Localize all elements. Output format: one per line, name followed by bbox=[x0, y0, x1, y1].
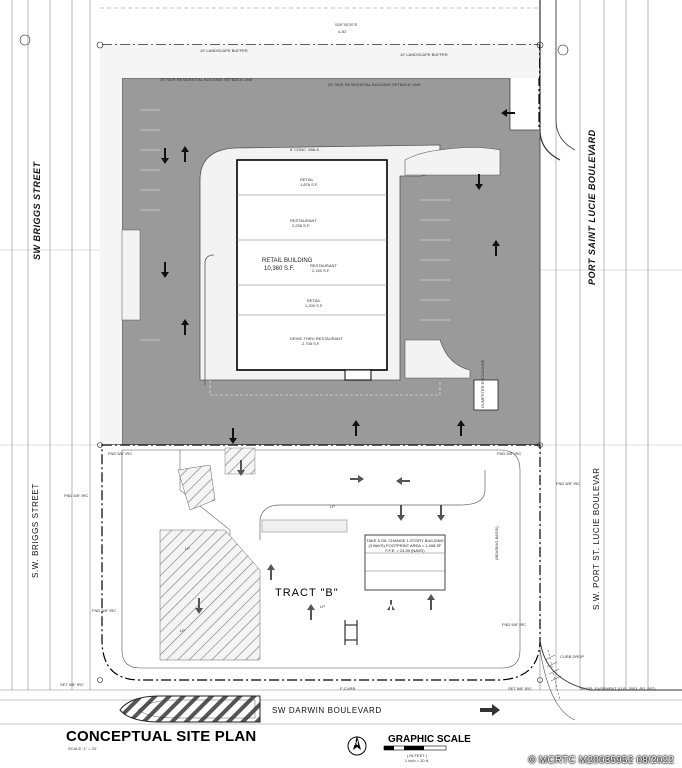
fnd-marker-4: FND 5/8" IRC bbox=[497, 451, 521, 456]
lp-marker-4: LP bbox=[320, 604, 325, 609]
south-median bbox=[119, 695, 261, 723]
graphic-scale-unit: ( IN FEET ) 1 inch = 20 ft. bbox=[397, 753, 437, 763]
dumpster-enclosure bbox=[473, 379, 499, 411]
unit-2-name: RESTAURANT bbox=[290, 218, 317, 223]
setback-north-label-2: 25' SIDE RESIDENTIAL BUILDING SETBACK LI… bbox=[328, 82, 421, 87]
tract-b-label: TRACT "B" bbox=[275, 587, 339, 599]
graphic-scale-ratio: 1 inch = 20 ft. bbox=[404, 758, 430, 763]
lp-marker-2: LP bbox=[180, 628, 185, 633]
unit-1-area: 1,876 S.F. bbox=[300, 182, 318, 187]
unit-4-area: 1,200 S.F. bbox=[305, 303, 323, 308]
curb-drop-label: CURB DROP bbox=[560, 654, 584, 659]
fnd-marker-3: FND 5/8" IRC bbox=[108, 451, 132, 456]
easement-label: 10' FPL EASEMENT (O.R. 2853, PG. 657) bbox=[580, 686, 656, 691]
graphic-scale-title: GRAPHIC SCALE bbox=[388, 734, 471, 745]
plan-title: CONCEPTUAL SITE PLAN bbox=[66, 728, 257, 745]
street-label-east: PORT SAINT LUCIE BOULEVARD bbox=[587, 129, 597, 285]
fnd-marker-5: FND 5/8" IRC bbox=[556, 481, 580, 486]
street-label-west: SW BRIGGS STREET bbox=[32, 160, 42, 260]
unit-5-name: DRIVE-THRU RESTAURANT bbox=[290, 336, 343, 341]
unit-5-area: 2,708 S.F. bbox=[302, 341, 320, 346]
fnd-marker-2: FND 5/8" IRC bbox=[92, 608, 116, 613]
bearing-top-dist: 4.30' bbox=[338, 29, 347, 34]
set-marker-2: SET 5/8" IRC bbox=[508, 686, 532, 691]
plan-scale: SCALE: 1" = 20' bbox=[68, 746, 97, 751]
unit-3-area: 2,150 S.F. bbox=[312, 268, 330, 273]
setback-north-label: 25' SIDE RESIDENTIAL BUILDING SETBACK LI… bbox=[160, 77, 253, 82]
svg-text:N: N bbox=[354, 741, 358, 747]
fcurb-label: F-CURB bbox=[340, 686, 355, 691]
buffer-north-label-2: 10' LANDSCAPE BUFFER bbox=[400, 52, 448, 57]
graphic-scale-bar bbox=[383, 745, 447, 751]
building-name: RETAIL BUILDING bbox=[262, 258, 313, 264]
unit-1-name: RETAIL bbox=[300, 177, 314, 182]
traffic-arrows bbox=[161, 109, 515, 444]
oil-change-building bbox=[364, 534, 446, 591]
mls-watermark: © MCRTC M20035952 08/2022 bbox=[528, 755, 674, 766]
lp-marker-1: LP bbox=[185, 546, 190, 551]
graphic-scale-unit-text: ( IN FEET ) bbox=[406, 753, 428, 758]
fnd-marker-6: FND 5/8" IRC bbox=[502, 622, 526, 627]
bearing-top: S00°00'20"E bbox=[335, 22, 358, 27]
fnd-marker-1: FND 5/8" IRC bbox=[64, 493, 88, 498]
set-marker-1: SET 5/8" IRC bbox=[60, 682, 84, 687]
building-area: 10,360 S.F. bbox=[264, 266, 295, 272]
street-label-east-lower: S.W. PORT ST. LUCIE BOULEVAR bbox=[592, 467, 601, 610]
dumpster-label: DUMPSTER ENCLOSURE bbox=[480, 359, 485, 408]
lp-marker-3: LP bbox=[330, 504, 335, 509]
tract-b-note: TAKE 5 OIL CHANGE 1-STORY BUILDING (3 BA… bbox=[366, 538, 444, 553]
unit-2-area: 2,236 S.F. bbox=[292, 223, 310, 228]
street-label-south: SW DARWIN BOULEVARD bbox=[272, 706, 382, 715]
unit-3-name: RESTAURANT bbox=[310, 263, 337, 268]
bearing-basis-label: (BEARING BASIS) bbox=[494, 526, 499, 560]
north-arrow-icon: N bbox=[347, 736, 367, 756]
street-label-west-lower: S.W. BRIGGS STREET bbox=[31, 483, 40, 578]
walk-label: 8' CONC. WALK bbox=[290, 147, 320, 152]
buffer-north-label: 10' LANDSCAPE BUFFER bbox=[200, 48, 248, 53]
unit-4-name: RETAIL bbox=[307, 298, 321, 303]
